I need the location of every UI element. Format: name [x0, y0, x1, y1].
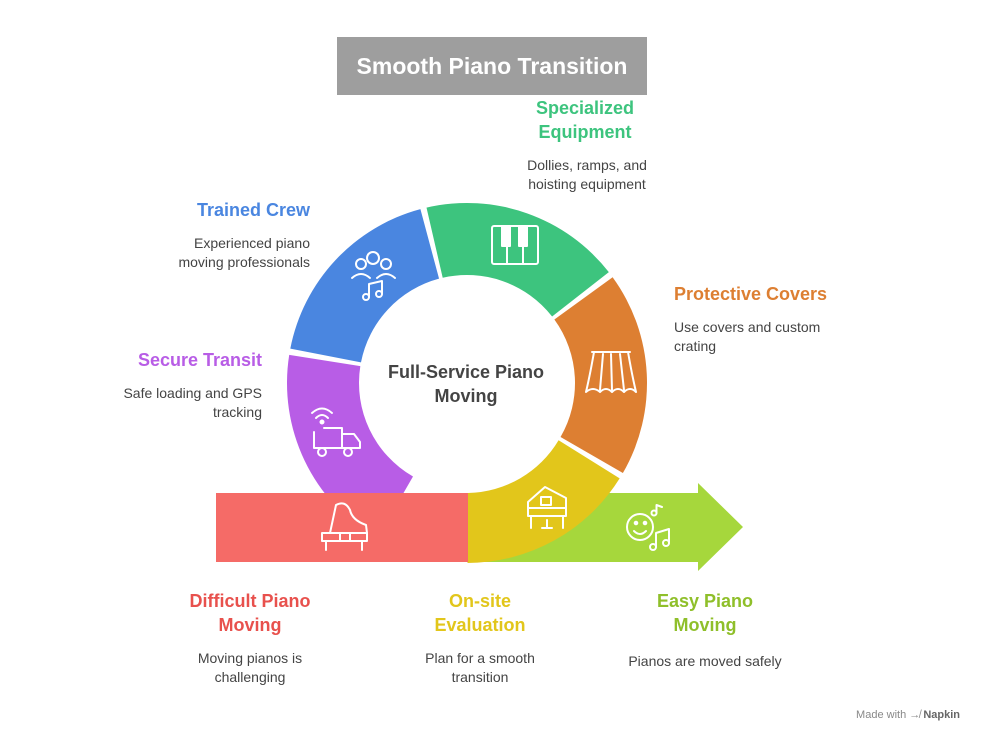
crew-music-icon [351, 251, 396, 301]
tracking-truck-icon [311, 407, 361, 457]
cover-drape-icon [585, 351, 637, 393]
crew-title: Trained Crew [196, 200, 310, 220]
equipment-desc: Dollies, ramps, and hoisting equipment [527, 157, 647, 192]
covers-title: Protective Covers [674, 284, 828, 304]
brand-footer: Made with ↛ Napkin [856, 709, 960, 721]
transit-desc: Safe loading and GPS tracking [123, 385, 262, 420]
piano-keys-icon [491, 225, 539, 265]
crew-desc: Experienced piano moving professionals [178, 235, 310, 270]
transit-title: Secure Transit [137, 350, 262, 370]
covers-desc: Use covers and custom crating [674, 319, 821, 354]
equipment-segment [426, 203, 609, 317]
difficult-bar [216, 493, 468, 562]
napkin-icon: ↛ [909, 709, 921, 721]
page-title: Smooth Piano Transition [337, 37, 647, 95]
happy-music-icon [626, 504, 670, 551]
evaluation-title: On-site Evaluation [434, 591, 526, 635]
transit-segment [287, 354, 413, 539]
difficult-desc: Moving pianos is challenging [197, 650, 303, 685]
equipment-title: Specialized Equipment [535, 98, 635, 142]
brand-name: Napkin [923, 709, 960, 721]
grand-piano-icon [321, 502, 368, 551]
difficult-title: Difficult Piano Moving [189, 591, 311, 635]
easy-title: Easy Piano Moving [656, 591, 754, 635]
center-label: Full-Service Piano Moving [387, 362, 545, 406]
evaluation-segment [467, 440, 620, 563]
easy-desc: Pianos are moved safely [628, 653, 782, 669]
brand-prefix: Made with [856, 709, 907, 721]
upright-piano-icon [527, 486, 567, 529]
crew-segment [290, 209, 440, 363]
evaluation-desc: Plan for a smooth transition [425, 650, 535, 685]
